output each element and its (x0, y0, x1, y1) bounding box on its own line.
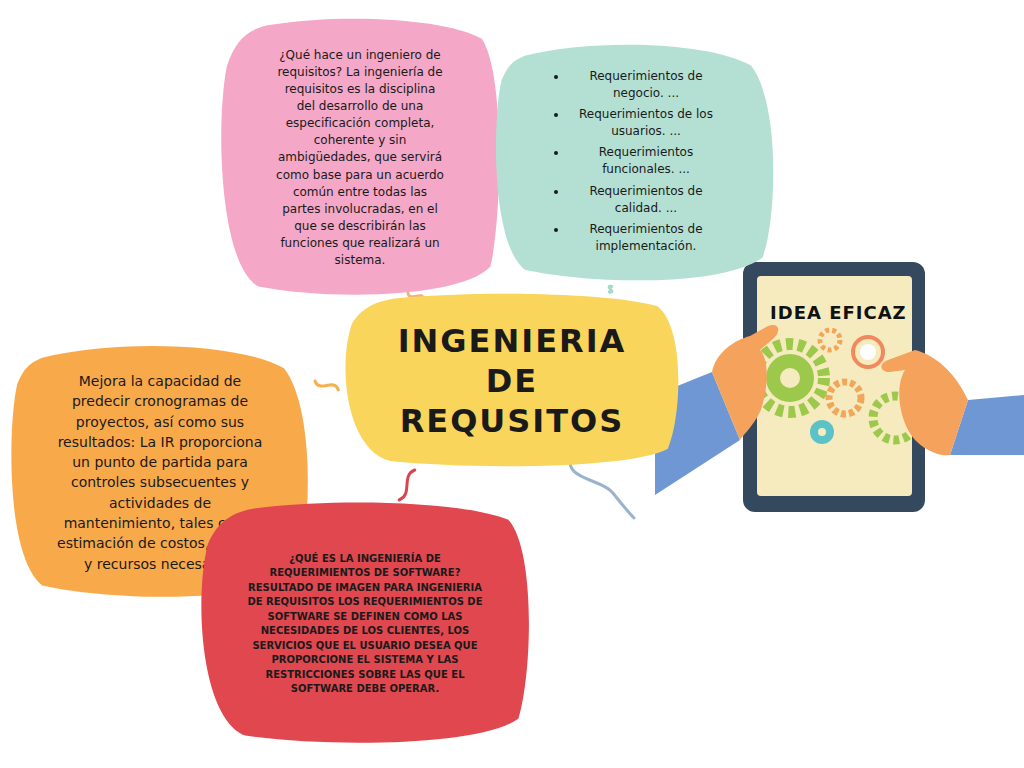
hand (881, 350, 968, 455)
gear (829, 382, 861, 414)
list-item: Requerimientos de implementación. (568, 221, 724, 255)
blob-outline (346, 294, 679, 467)
blob-outline (496, 44, 773, 280)
list-item: Requerimientos de los usuarios. ... (568, 106, 724, 140)
blob-outline (202, 502, 530, 742)
wavy-connector (315, 381, 338, 390)
wavy-connector (609, 286, 612, 292)
central-topic: INGENIERIA DE REQUSITOS (338, 292, 685, 470)
topic-title: INGENIERIA DE REQUSITOS (387, 321, 637, 441)
blob-outline (221, 18, 499, 294)
hand (712, 325, 778, 440)
body-text: ¿Qué hace un ingeniero de requisitos? La… (274, 47, 446, 268)
text-area: INGENIERIA DE REQUSITOS (387, 321, 637, 441)
list-blob: Requerimientos de negocio. ... Requerimie… (490, 41, 780, 287)
concept-blob: ¿QUÉ ES LA INGENIERÍA DE REQUERIMIENTOS … (194, 500, 536, 748)
concept-blob: ¿Qué hace un ingeniero de requisitos? La… (215, 16, 505, 301)
illustration-label: IDEA EFICAZ (770, 302, 907, 323)
bullet-list: Requerimientos de negocio. ... Requerimie… (546, 68, 724, 254)
tablet-body (743, 262, 925, 512)
list-item: Requerimientos de negocio. ... (568, 68, 724, 102)
tablet-screen (757, 276, 912, 496)
blob-shape (194, 500, 536, 748)
body-text: ¿QUÉ ES LA INGENIERÍA DE REQUERIMIENTOS … (242, 552, 488, 697)
list-item: Requerimientos funcionales. ... (568, 144, 724, 178)
gear (810, 330, 883, 444)
wavy-connector (399, 470, 415, 500)
list-item: Requerimientos de calidad. ... (568, 183, 724, 217)
text-area: Requerimientos de negocio. ... Requerimie… (546, 68, 724, 258)
text-area: ¿Qué hace un ingeniero de requisitos? La… (274, 47, 446, 268)
text-area: ¿QUÉ ES LA INGENIERÍA DE REQUERIMIENTOS … (242, 552, 488, 697)
